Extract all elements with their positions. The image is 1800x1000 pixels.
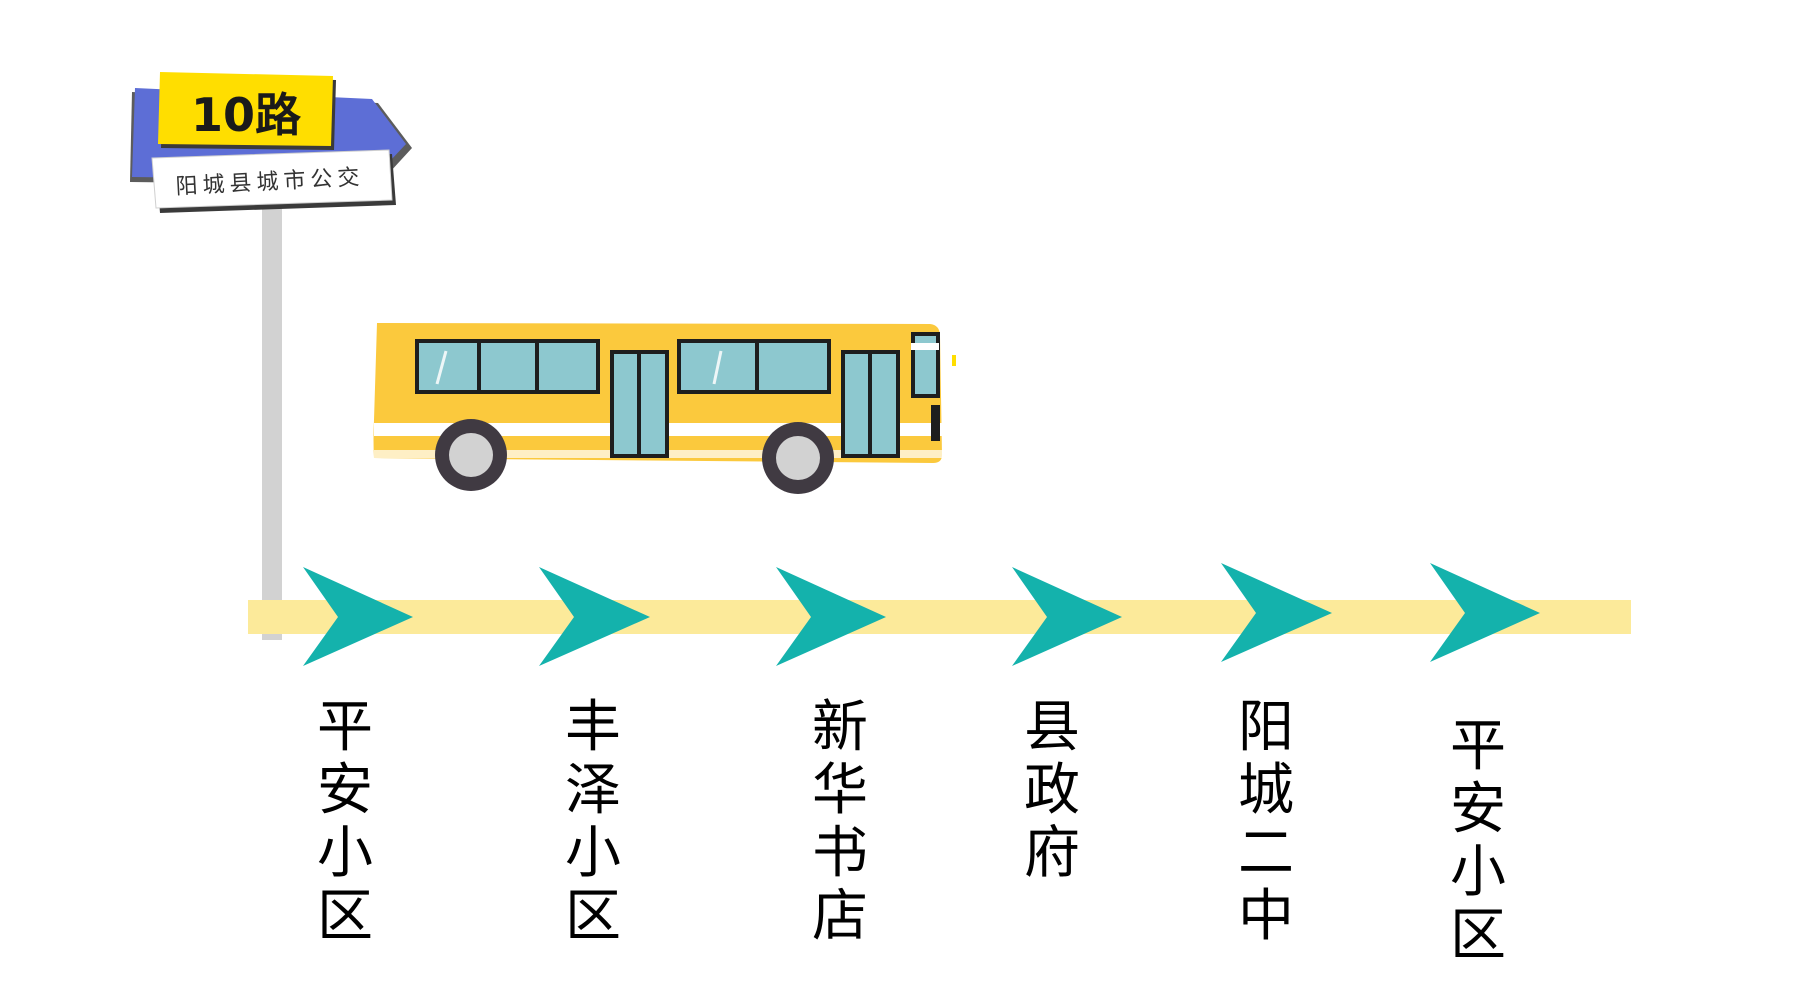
stop-name: 新华书店: [812, 695, 868, 949]
direction-arrow-icon: [539, 567, 650, 666]
direction-arrow-icon: [1430, 563, 1540, 662]
direction-arrow-icon: [776, 567, 886, 666]
route-number: 10路: [191, 88, 302, 142]
bus-icon: [373, 323, 956, 494]
direction-arrow-icon: [303, 567, 413, 666]
route-track: [248, 600, 1631, 634]
stop-name: 县政府: [1024, 695, 1080, 886]
stop-name: 平安小区: [1450, 714, 1506, 968]
bus-stop-sign-icon: 10路 阳城县城市公交: [130, 72, 412, 213]
direction-arrow-icon: [1221, 563, 1332, 662]
direction-arrows: [303, 563, 1540, 666]
direction-arrow-icon: [1012, 567, 1122, 666]
stop-name: 丰泽小区: [565, 695, 621, 949]
stop-labels: 平安小区 丰泽小区 新华书店 县政府 阳城二中 平安小区: [317, 695, 1506, 968]
stop-name: 阳城二中: [1238, 695, 1294, 949]
sign-pole: [262, 180, 282, 640]
stop-name: 平安小区: [317, 695, 373, 949]
